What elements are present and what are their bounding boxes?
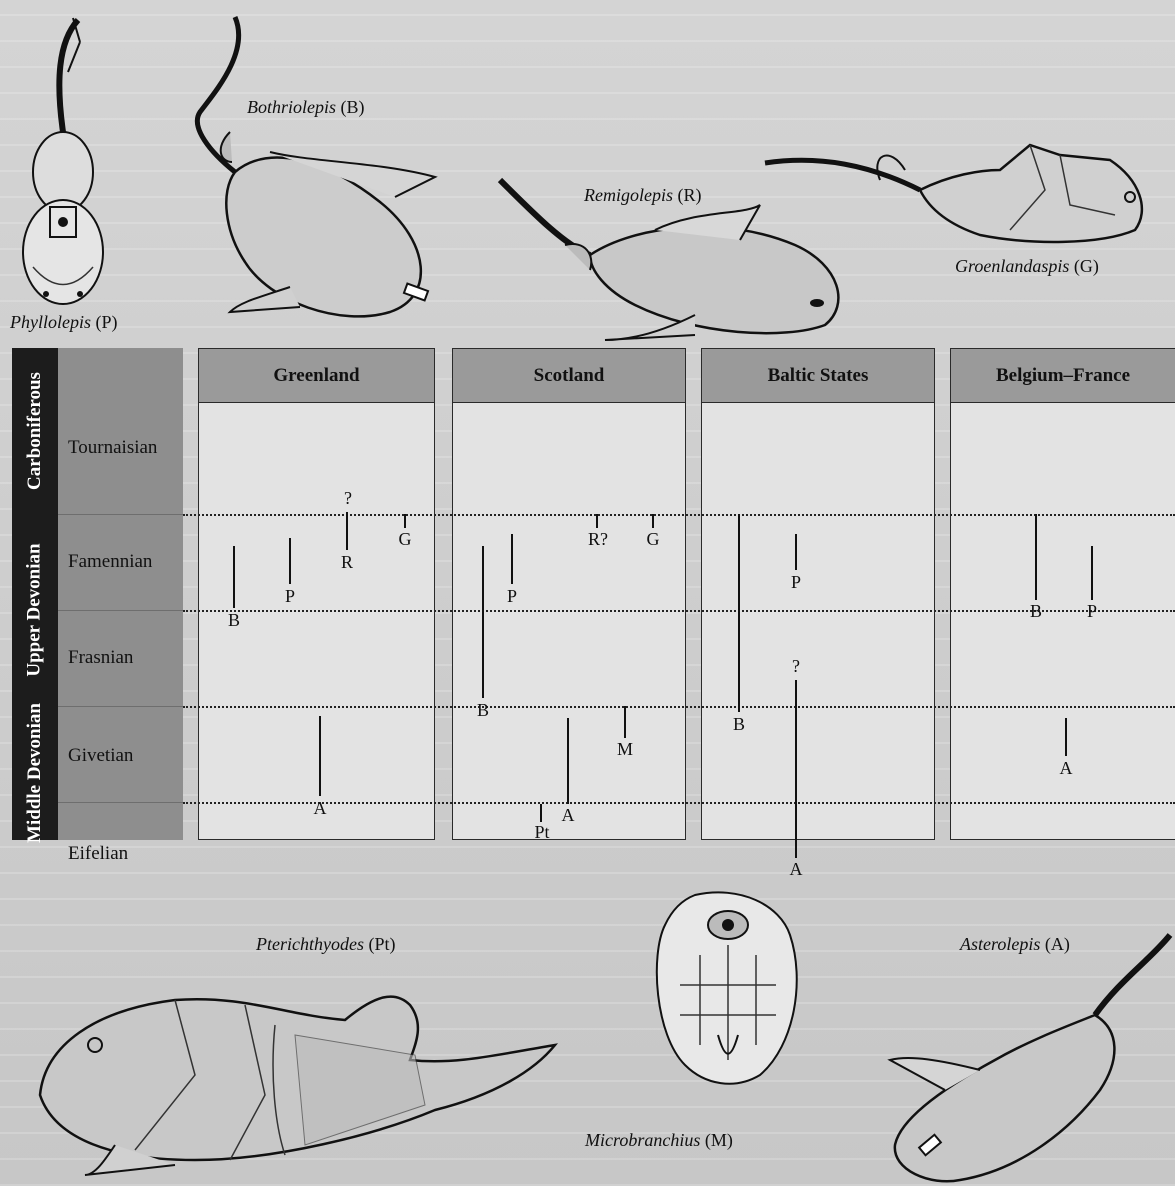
- range-label: B: [228, 610, 240, 631]
- range-label: B: [477, 700, 489, 721]
- range-label: A: [314, 798, 327, 819]
- stage-divider: [58, 514, 183, 515]
- stage-eifelian: Eifelian: [58, 826, 183, 882]
- boundary-carboniferous-famennian: [183, 514, 1175, 516]
- species-label-microbranchius: Microbranchius (M): [585, 1130, 733, 1151]
- species-label-phyllolepis: Phyllolepis (P): [10, 312, 117, 333]
- range-bar-scotland-r: [596, 514, 598, 528]
- period-carboniferous: Carboniferous: [12, 348, 58, 516]
- region-header-greenland: Greenland: [199, 349, 434, 403]
- stage-divider: [58, 802, 183, 803]
- groenlandaspis-illustration: [760, 135, 1160, 250]
- range-label: B: [1030, 601, 1042, 622]
- range-bar-belgium-p: [1091, 546, 1093, 600]
- range-label: G: [399, 529, 412, 550]
- range-bar-greenland-g: [404, 514, 406, 528]
- region-scotland: Scotland: [452, 348, 686, 840]
- range-label: A: [562, 805, 575, 826]
- stage-divider: [58, 706, 183, 707]
- boundary-famennian-frasnian: [183, 610, 1175, 612]
- range-label: ?: [792, 656, 800, 677]
- range-label: A: [790, 859, 803, 880]
- species-label-groenlandaspis: Groenlandaspis (G): [955, 256, 1099, 277]
- range-label: ?: [344, 488, 352, 509]
- species-label-bothriolepis: Bothriolepis (B): [247, 97, 365, 118]
- range-bar-scotland-b: [482, 546, 484, 698]
- range-bar-greenland-p: [289, 538, 291, 584]
- period-middle-devonian: Middle Devonian: [12, 706, 58, 840]
- range-label: B: [733, 714, 745, 735]
- range-bar-baltic-a: [795, 680, 797, 858]
- range-bar-greenland-r: [346, 512, 348, 550]
- range-label: P: [1087, 601, 1097, 622]
- range-label: M: [617, 739, 633, 760]
- region-header-baltic-states: Baltic States: [702, 349, 934, 403]
- range-label: R: [341, 552, 353, 573]
- species-label-pterichthyodes: Pterichthyodes (Pt): [256, 934, 395, 955]
- range-bar-baltic-b: [738, 514, 740, 712]
- phyllolepis-illustration: [18, 12, 118, 312]
- range-label: P: [285, 586, 295, 607]
- microbranchius-illustration: [640, 885, 815, 1090]
- range-bar-scotland-a: [567, 718, 569, 804]
- range-label: R?: [588, 529, 608, 550]
- range-bar-greenland-a: [319, 716, 321, 796]
- bothriolepis-illustration: [190, 12, 455, 327]
- range-label: P: [791, 572, 801, 593]
- range-bar-baltic-p: [795, 534, 797, 570]
- range-bar-scotland-g: [652, 514, 654, 528]
- range-bar-belgium-a: [1065, 718, 1067, 756]
- asterolepis-illustration: [820, 930, 1175, 1186]
- species-label-asterolepis: Asterolepis (A): [960, 934, 1070, 955]
- region-baltic-states: Baltic States: [701, 348, 935, 840]
- stage-givetian: Givetian: [58, 728, 183, 784]
- stage-frasnian: Frasnian: [58, 630, 183, 686]
- stage-divider: [58, 610, 183, 611]
- boundary-givetian-eifelian: [183, 802, 1175, 804]
- species-label-remigolepis: Remigolepis (R): [584, 185, 701, 206]
- range-bar-scotland-p: [511, 534, 513, 584]
- region-header-scotland: Scotland: [453, 349, 685, 403]
- range-bar-scotland-m: [624, 706, 626, 738]
- boundary-frasnian-givetian: [183, 706, 1175, 708]
- range-label: G: [647, 529, 660, 550]
- range-label: Pt: [534, 822, 549, 843]
- range-bar-belgium-b: [1035, 514, 1037, 600]
- range-label: A: [1060, 758, 1073, 779]
- pterichthyodes-illustration: [15, 975, 560, 1180]
- region-header-belgium-france: Belgium–France: [951, 349, 1175, 403]
- stage-famennian: Famennian: [58, 534, 183, 590]
- range-bar-greenland-b: [233, 546, 235, 608]
- stage-tournaisian: Tournaisian: [58, 420, 183, 476]
- range-bar-scotland-pt: [540, 804, 542, 822]
- period-upper-devonian: Upper Devonian: [12, 514, 58, 708]
- range-label: P: [507, 586, 517, 607]
